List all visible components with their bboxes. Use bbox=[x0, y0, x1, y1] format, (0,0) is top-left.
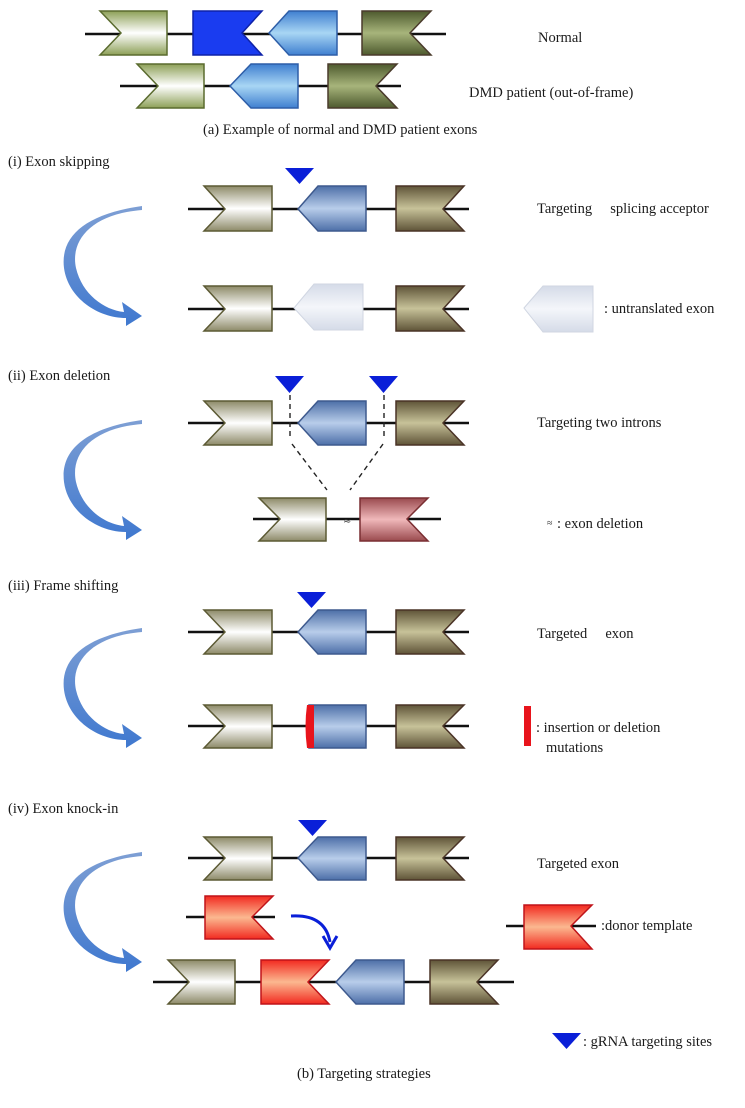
curved-arrow-iv bbox=[63, 852, 142, 972]
legend-donor-template-icon bbox=[506, 904, 596, 950]
label-normal: Normal bbox=[538, 30, 583, 46]
section-iii-title: (iii) Frame shifting bbox=[8, 578, 119, 594]
section-i-before bbox=[188, 168, 469, 232]
exon-brown bbox=[395, 400, 466, 446]
section-i-title: (i) Exon skipping bbox=[8, 154, 110, 170]
exon-olive bbox=[202, 285, 273, 332]
grna-marker-left bbox=[275, 376, 304, 393]
grna-marker-right bbox=[369, 376, 398, 393]
exon-olive bbox=[202, 185, 273, 232]
exon-target-blue bbox=[296, 185, 367, 232]
exon-highlighted-blue bbox=[192, 10, 264, 56]
exon-brown bbox=[395, 609, 466, 655]
section-iv-donor bbox=[186, 895, 339, 951]
exon-pink bbox=[359, 497, 430, 542]
exon-dark-green bbox=[327, 63, 399, 109]
panel-a-normal-row bbox=[85, 10, 446, 56]
legend-exon-deletion: : exon deletion bbox=[557, 516, 644, 532]
deletion-junction-symbol: ≈ bbox=[343, 516, 351, 527]
exon-dark-green bbox=[361, 10, 433, 56]
section-iii-before bbox=[188, 592, 469, 655]
exon-target-blue bbox=[296, 609, 367, 655]
insertion-arrow bbox=[290, 914, 332, 943]
exon-brown bbox=[429, 959, 500, 1005]
legend-grna-targeting-sites: : gRNA targeting sites bbox=[583, 1034, 713, 1050]
label-dmd-patient: DMD patient (out-of-frame) bbox=[469, 85, 634, 101]
exon-olive bbox=[202, 836, 273, 881]
exon-brown bbox=[395, 185, 466, 232]
legend-indel-line2: mutations bbox=[546, 740, 604, 756]
grna-marker bbox=[297, 592, 326, 608]
exon-olive bbox=[202, 609, 273, 655]
exon-knocked-in bbox=[260, 959, 331, 1005]
grna-marker bbox=[298, 820, 327, 836]
section-iv-before bbox=[188, 820, 469, 881]
section-i-after bbox=[188, 283, 469, 332]
caption-b: (b) Targeting strategies bbox=[297, 1066, 431, 1082]
legend-exon-deletion-symbol: ≈ bbox=[547, 518, 553, 529]
join-line-right bbox=[349, 443, 384, 491]
exon-green bbox=[135, 63, 205, 109]
section-iv-title: (iv) Exon knock-in bbox=[8, 801, 119, 817]
legend-donor-template: :donor template bbox=[601, 918, 693, 934]
exon-brown bbox=[395, 836, 466, 881]
panel-a-patient-row bbox=[120, 63, 401, 109]
insertion-arrowhead bbox=[321, 935, 339, 951]
curved-arrow-iii bbox=[63, 628, 142, 748]
exon-target-blue bbox=[334, 959, 405, 1005]
join-line-left bbox=[291, 443, 328, 491]
exon-olive bbox=[166, 959, 236, 1005]
legend-grna-icon bbox=[552, 1033, 581, 1049]
legend-untranslated-exon: : untranslated exon bbox=[604, 301, 715, 317]
indel-mutation-bar bbox=[305, 705, 314, 748]
section-iii-after bbox=[188, 704, 469, 749]
legend-indel-line1: : insertion or deletion bbox=[536, 720, 661, 736]
grna-marker bbox=[285, 168, 314, 184]
exon-light-blue bbox=[267, 10, 338, 56]
exon-olive bbox=[257, 497, 327, 542]
exon-target-blue bbox=[296, 836, 367, 881]
section-ii-title: (ii) Exon deletion bbox=[8, 368, 111, 384]
exon-untranslated bbox=[293, 283, 364, 331]
section-iv-description: Targeted exon bbox=[537, 856, 620, 872]
section-ii-description: Targeting two introns bbox=[537, 415, 662, 431]
section-iv-after bbox=[153, 959, 514, 1005]
section-ii-after: ≈ bbox=[253, 497, 441, 542]
curved-arrow-ii bbox=[63, 420, 142, 540]
section-ii-before bbox=[188, 376, 469, 491]
exon-olive bbox=[202, 704, 273, 749]
legend-untranslated-exon-icon bbox=[523, 285, 594, 333]
exon-light-blue bbox=[228, 63, 299, 109]
caption-a: (a) Example of normal and DMD patient ex… bbox=[203, 122, 478, 138]
legend-indel-icon bbox=[524, 706, 531, 746]
curved-arrows bbox=[63, 206, 142, 972]
exon-donor bbox=[204, 895, 275, 940]
exon-brown bbox=[395, 285, 466, 332]
curved-arrow-i bbox=[63, 206, 142, 326]
exon-target-blue bbox=[296, 400, 367, 446]
section-i-description: Targeting splicing acceptor bbox=[537, 201, 709, 217]
exon-olive bbox=[202, 400, 273, 446]
exon-brown bbox=[395, 704, 466, 749]
section-iii-description: Targeted exon bbox=[537, 626, 634, 642]
exon-green bbox=[98, 10, 168, 56]
exon-frameshifted-blue bbox=[308, 704, 367, 749]
